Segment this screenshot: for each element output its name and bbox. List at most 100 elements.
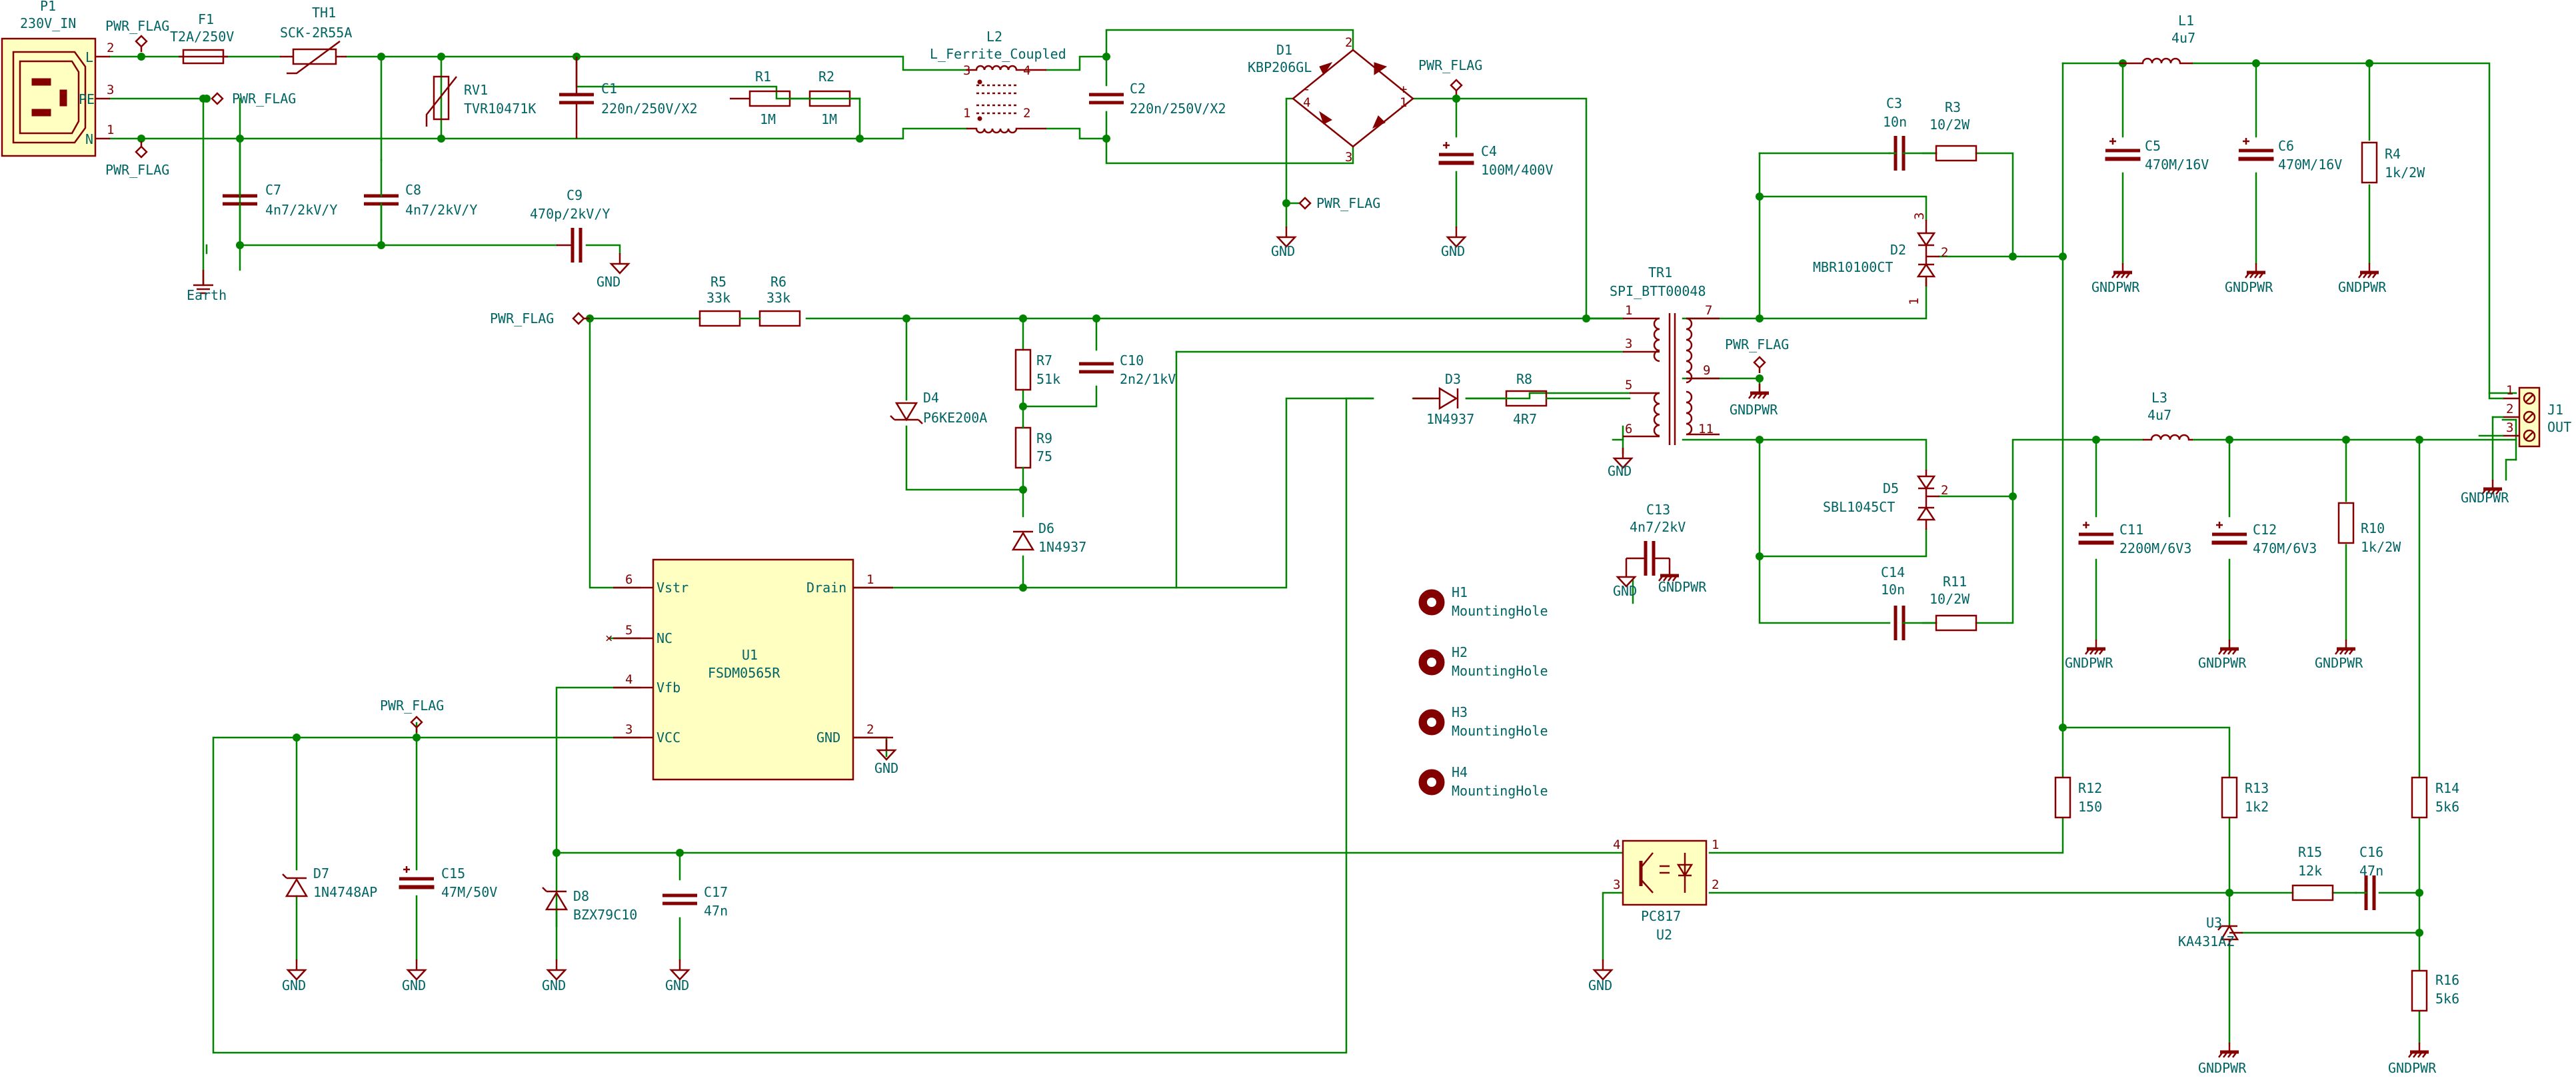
d4-value: P6KE200A	[923, 410, 987, 426]
d2-pin3: 3	[1912, 213, 1927, 220]
pwr-flag-pe: PWR_FLAG	[203, 91, 296, 107]
h2-value: MountingHole	[1452, 663, 1548, 679]
capacitor-c1: C1 220n/250V/X2	[559, 57, 698, 139]
shunt-regulator-u3: U3 KA431AZ	[2178, 915, 2243, 949]
capacitor-c6: C6 470M/16V	[2239, 138, 2342, 173]
l1-value: 4u7	[2171, 30, 2195, 46]
l2-pin3: 3	[963, 63, 970, 78]
resistor-r13: R13 1k2	[2221, 776, 2269, 819]
gndpwr-r4: GNDPWR	[2338, 263, 2387, 295]
r4-value: 1k/2W	[2385, 165, 2425, 181]
u2-pin1: 1	[1712, 837, 1719, 852]
tr1-pin7: 7	[1705, 303, 1712, 318]
c7-ref: C7	[265, 182, 281, 198]
mounting-hole-h4: H4 MountingHole	[1418, 764, 1548, 799]
resistor-r6: R6 33k	[738, 274, 801, 327]
c1-value: 220n/250V/X2	[601, 101, 698, 117]
tr1-pin9: 9	[1703, 363, 1710, 378]
r6-value: 33k	[766, 290, 790, 306]
capacitor-c5: C5 470M/16V	[2105, 138, 2209, 173]
thermistor-th1: TH1 SCK-2R55A	[280, 5, 352, 75]
resistor-r12: R12 150	[2054, 776, 2102, 819]
rv1-value: TVR10471K	[464, 101, 536, 117]
u1-ref: U1	[742, 647, 758, 663]
r14-ref: R14	[2435, 780, 2459, 796]
resistor-r16: R16 5k6	[2411, 969, 2459, 1012]
p1-pin1-num: 1	[107, 123, 114, 137]
l2-pin2: 2	[1023, 106, 1030, 121]
capacitor-c11: C11 2200M/6V3	[2079, 522, 2191, 556]
r16-value: 5k6	[2435, 991, 2459, 1007]
capacitor-c17: C17 47n	[662, 884, 728, 919]
c13-value: 4n7/2kV	[1630, 519, 1686, 535]
c5-ref: C5	[2145, 138, 2161, 154]
u2-pin2: 2	[1712, 877, 1719, 892]
pwr-flag-d1: PWR_FLAG	[1298, 195, 1380, 211]
gndpwr-r4-label: GNDPWR	[2338, 279, 2387, 295]
pwr-flag-vcc: PWR_FLAG	[380, 698, 444, 734]
r9-ref: R9	[1036, 430, 1052, 446]
bridge-d1: D1 KBP206GL 2 3 4 1 + -	[1248, 35, 1414, 165]
pwr-flag-l-label: PWR_FLAG	[105, 18, 169, 34]
r14-value: 5k6	[2435, 799, 2459, 815]
gndpwr-r16-label: GNDPWR	[2388, 1060, 2437, 1076]
gnd-tr1: GND	[1608, 446, 1633, 479]
capacitor-c3: C3 10n	[1883, 95, 1937, 171]
l2-ref: L2	[986, 29, 1002, 45]
resistor-r10: R10 1k/2W	[2337, 502, 2401, 555]
gndpwr-r16: GNDPWR	[2388, 1043, 2437, 1076]
resistor-r1: R1 1M	[730, 69, 791, 127]
c3-value: 10n	[1883, 114, 1907, 130]
mounting-hole-h3: H3 MountingHole	[1418, 704, 1548, 739]
c7-value: 4n7/2kV/Y	[265, 202, 337, 218]
transformer-tr1: TR1 SPI_BTT00048 1 3 5 6 7 9 11	[1610, 265, 1720, 445]
c3-ref: C3	[1886, 95, 1902, 111]
pwr-flag-primary: PWR_FLAG	[490, 310, 590, 326]
u2-pin4: 4	[1613, 837, 1620, 852]
r2-value: 1M	[821, 111, 837, 127]
d3-value: 1N4937	[1426, 411, 1474, 427]
f1-ref: F1	[198, 11, 214, 27]
d1-pin1: 1	[1400, 95, 1407, 110]
r10-ref: R10	[2361, 520, 2385, 536]
p1-value: 230V_IN	[20, 15, 76, 31]
capacitor-c7: C7 4n7/2kV/Y	[223, 137, 337, 247]
resistor-r11: R11 10/2W	[1930, 574, 1977, 632]
earth-label: Earth	[187, 287, 227, 303]
c13-ref: C13	[1646, 502, 1670, 518]
pwr-flag-c4: PWR_FLAG	[1418, 57, 1482, 97]
diode-d5: D5 SBL1045CT 2	[1823, 470, 1948, 530]
diode-d6: D6 1N4937	[1011, 520, 1086, 555]
zener-d8: D8 BZX79C10	[542, 887, 637, 923]
gndpwr-j1: GNDPWR	[2461, 480, 2509, 506]
gndpwr-j1-label: GNDPWR	[2461, 490, 2509, 506]
mounting-hole-h2: H2 MountingHole	[1418, 644, 1548, 679]
ic-u1: Vstr NC Vfb VCC Drain GND U1 FSDM0565R 6…	[605, 558, 893, 781]
r2-ref: R2	[818, 69, 834, 85]
u1-pin-gnd: GND	[816, 730, 840, 746]
gnd-u2-label: GND	[1588, 977, 1612, 993]
gnd-d1-label: GND	[1271, 243, 1295, 259]
d3-ref: D3	[1445, 371, 1461, 387]
c14-ref: C14	[1881, 564, 1905, 580]
l2-pin1: 1	[963, 106, 970, 121]
l3-value: 4u7	[2147, 407, 2171, 423]
capacitor-c4: C4 100M/400V	[1439, 142, 1553, 178]
resistor-r4: R4 1k/2W	[2361, 141, 2425, 184]
diode-d2: D2 MBR10100CT 3 2 1	[1813, 213, 1948, 305]
r1-value: 1M	[760, 111, 776, 127]
fuse-f1: F1 T2A/250V	[170, 11, 234, 65]
d8-value: BZX79C10	[573, 907, 637, 923]
c1-ref: C1	[601, 81, 617, 97]
c10-ref: C10	[1120, 352, 1144, 368]
resistor-r2: R2 1M	[788, 69, 861, 127]
tr1-pin6: 6	[1625, 422, 1632, 436]
d1-pin3: 3	[1345, 150, 1352, 165]
rv1-ref: RV1	[464, 82, 488, 98]
gndpwr-c11: GNDPWR	[2065, 640, 2113, 671]
u1-pin-drain: Drain	[806, 580, 846, 596]
u1-pin1: 1	[866, 572, 874, 587]
u2-ref: U2	[1656, 927, 1672, 943]
resistor-r3: R3 10/2W	[1930, 99, 1977, 162]
c11-ref: C11	[2119, 522, 2143, 538]
